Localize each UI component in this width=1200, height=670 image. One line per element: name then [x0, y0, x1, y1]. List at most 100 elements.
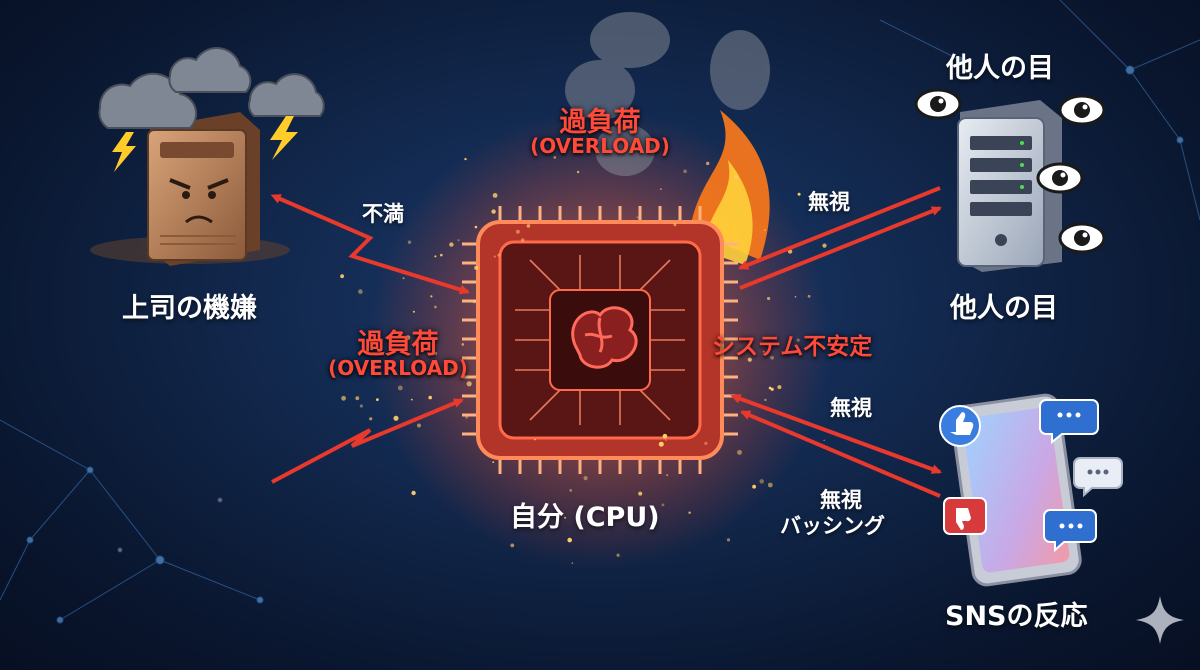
spark	[465, 415, 469, 419]
spark	[358, 289, 363, 294]
eye-icon	[914, 88, 1106, 254]
cloud-icon	[98, 47, 325, 129]
spark	[474, 225, 478, 229]
overload-left-en: (OVERLOAD)	[328, 356, 468, 380]
spark	[734, 241, 738, 244]
spark	[341, 395, 346, 401]
spark	[576, 170, 580, 174]
spark	[673, 223, 677, 227]
spark	[823, 439, 826, 442]
spark	[822, 243, 827, 248]
spark	[340, 274, 344, 279]
spark	[747, 357, 752, 362]
node-label-others: 他人の目	[950, 293, 1058, 324]
spark	[764, 398, 767, 402]
edge-label-mushi-1: 無視	[808, 190, 850, 214]
spark	[457, 239, 460, 242]
node-label-others-top: 他人の目	[946, 53, 1054, 84]
edge-label-mushi-2: 無視	[830, 396, 872, 420]
spark	[510, 543, 515, 548]
spark	[763, 229, 766, 232]
spark	[521, 238, 525, 242]
eye-icon	[914, 88, 962, 120]
arrows	[270, 186, 942, 498]
spark	[369, 340, 374, 346]
spark	[794, 295, 797, 298]
spark	[706, 161, 710, 166]
spark	[767, 482, 773, 488]
spark	[359, 404, 363, 408]
spark	[666, 474, 669, 476]
spark	[762, 350, 765, 353]
spark	[412, 361, 415, 363]
spark	[492, 193, 498, 198]
spark	[491, 209, 496, 214]
spark	[726, 538, 731, 542]
spark	[449, 242, 454, 247]
spark	[571, 562, 574, 564]
edge-label-fuman: 不満	[362, 202, 404, 226]
spark	[410, 398, 413, 401]
spark	[474, 265, 479, 270]
spark	[534, 438, 536, 441]
spark	[767, 296, 771, 301]
spark	[428, 395, 433, 400]
spark	[616, 553, 620, 557]
angry-server-icon	[90, 112, 290, 266]
node-label-boss: 上司の機嫌	[122, 293, 257, 324]
smoke-icon	[565, 12, 770, 176]
spark	[807, 294, 811, 298]
chat-bubble-icon	[1039, 399, 1123, 553]
spark	[768, 386, 772, 390]
spark	[583, 476, 588, 481]
arrow-others-in	[738, 186, 941, 270]
spark	[659, 188, 662, 191]
spark	[390, 349, 393, 352]
spark	[665, 439, 667, 442]
spark	[734, 175, 738, 179]
spark	[434, 255, 437, 258]
spark	[369, 417, 373, 421]
edge-label-mushi-3: 無視	[820, 488, 862, 512]
spark	[411, 490, 416, 496]
sparkle-icon	[1136, 596, 1184, 644]
spark	[759, 479, 764, 484]
spark	[638, 491, 643, 496]
spark	[636, 216, 639, 219]
brain-icon	[571, 306, 638, 369]
spark	[777, 385, 782, 390]
spark	[569, 489, 573, 492]
spark	[567, 537, 572, 543]
spark	[662, 433, 668, 439]
spark	[407, 240, 412, 244]
spark	[553, 156, 557, 159]
spark	[564, 516, 567, 519]
network-background	[0, 0, 1200, 624]
spark	[417, 423, 421, 428]
eye-icon	[1036, 162, 1084, 194]
spark	[658, 441, 664, 447]
spark	[466, 381, 472, 387]
spark	[704, 441, 708, 445]
spark	[440, 253, 443, 257]
server-icon	[957, 100, 1062, 272]
overload-top-en: (OVERLOAD)	[530, 134, 670, 158]
spark	[607, 510, 612, 515]
spark	[397, 385, 403, 391]
spark	[434, 351, 438, 355]
spark	[526, 224, 531, 228]
spark	[412, 310, 415, 313]
system-unstable-label: システム不安定	[712, 334, 873, 360]
arrow-sns-in	[730, 393, 942, 474]
spark	[797, 192, 801, 196]
edge-label-bashing: バッシング	[780, 514, 885, 538]
spark	[430, 295, 433, 298]
arrow-boss-cpu	[270, 194, 470, 295]
spark	[393, 415, 399, 421]
node-label-cpu: 自分 (CPU)	[510, 502, 660, 533]
spark	[492, 461, 495, 463]
spark	[688, 511, 691, 514]
spark	[355, 396, 360, 401]
spark	[405, 335, 411, 341]
